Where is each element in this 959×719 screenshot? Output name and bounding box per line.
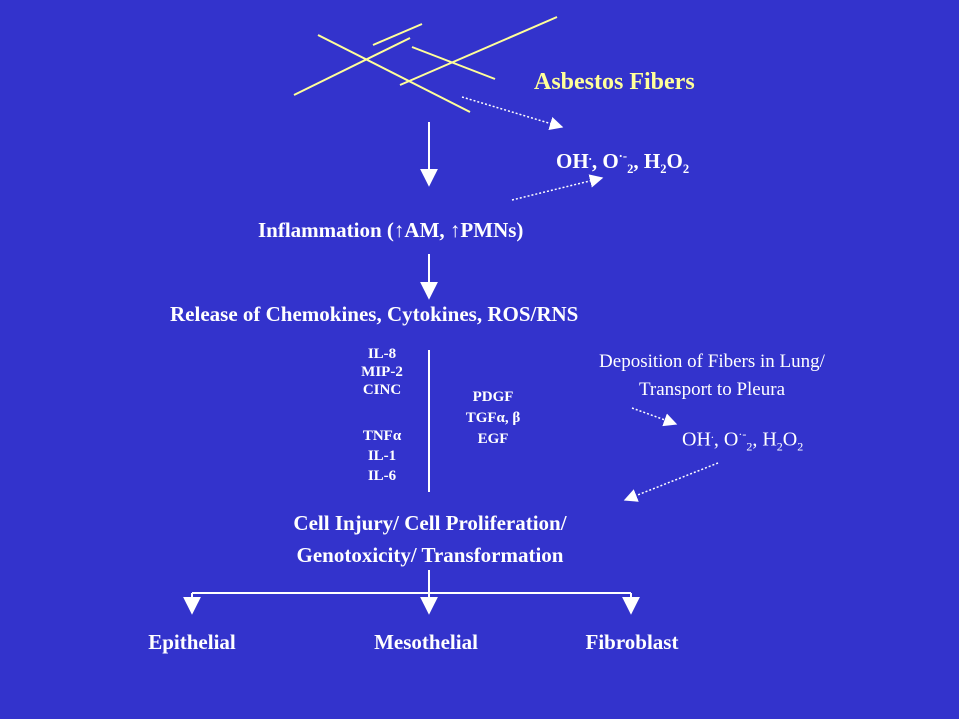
cytokine-item: IL-1 xyxy=(367,448,397,464)
dotted-arrow-ros-to-cell-injury xyxy=(623,462,719,502)
chemokine-list: IL-8 MIP-2 CINC xyxy=(346,347,418,401)
fiber-line xyxy=(372,23,423,46)
fiber-line xyxy=(293,37,411,96)
up-arrow-icon: ↑ xyxy=(393,218,405,242)
dotted-arrow-fibers-to-ros xyxy=(461,96,564,130)
fiber-line xyxy=(399,16,558,86)
cell-type-fibroblast: Fibroblast xyxy=(585,630,679,654)
cell-type-mesothelial: Mesothelial xyxy=(374,630,478,654)
chemokine-item: MIP-2 xyxy=(361,364,403,380)
dotted-arrow-inflammation-to-ros xyxy=(511,174,604,201)
chemokine-item: IL-8 xyxy=(367,346,397,362)
fiber-line xyxy=(317,34,471,113)
chemokine-item: CINC xyxy=(362,382,402,398)
up-arrow-icon: ↑ xyxy=(449,218,461,242)
dotted-arrow-deposition-to-ros xyxy=(631,407,678,427)
deposition-label: Deposition of Fibers in Lung/ Transport … xyxy=(599,351,825,400)
ros-top: OH., O·-2, H2O2 xyxy=(556,149,690,177)
growth-factor-list: PDGF TGFα, β EGF xyxy=(448,390,538,453)
growth-factor-item: TGFα, β xyxy=(465,410,521,426)
cell-type-epithelial: Epithelial xyxy=(148,630,236,654)
cytokine-list: TNFα IL-1 IL-6 xyxy=(346,429,418,489)
growth-factor-item: PDGF xyxy=(472,389,514,405)
growth-factor-item: EGF xyxy=(477,431,509,447)
outcome-label: Cell Injury/ Cell Proliferation/ Genotox… xyxy=(293,511,567,567)
fiber-line xyxy=(411,46,496,80)
ros-right: OH., O·-2, H2O2 xyxy=(682,427,804,454)
cytokine-item: TNFα xyxy=(362,428,402,444)
inflammation-label: Inflammation (↑AM, ↑PMNs) xyxy=(258,218,524,242)
release-label: Release of Chemokines, Cytokines, ROS/RN… xyxy=(170,302,579,326)
title: Asbestos Fibers xyxy=(534,69,695,95)
asbestos-fibers-graphic xyxy=(293,16,558,113)
cytokine-item: IL-6 xyxy=(367,468,397,484)
